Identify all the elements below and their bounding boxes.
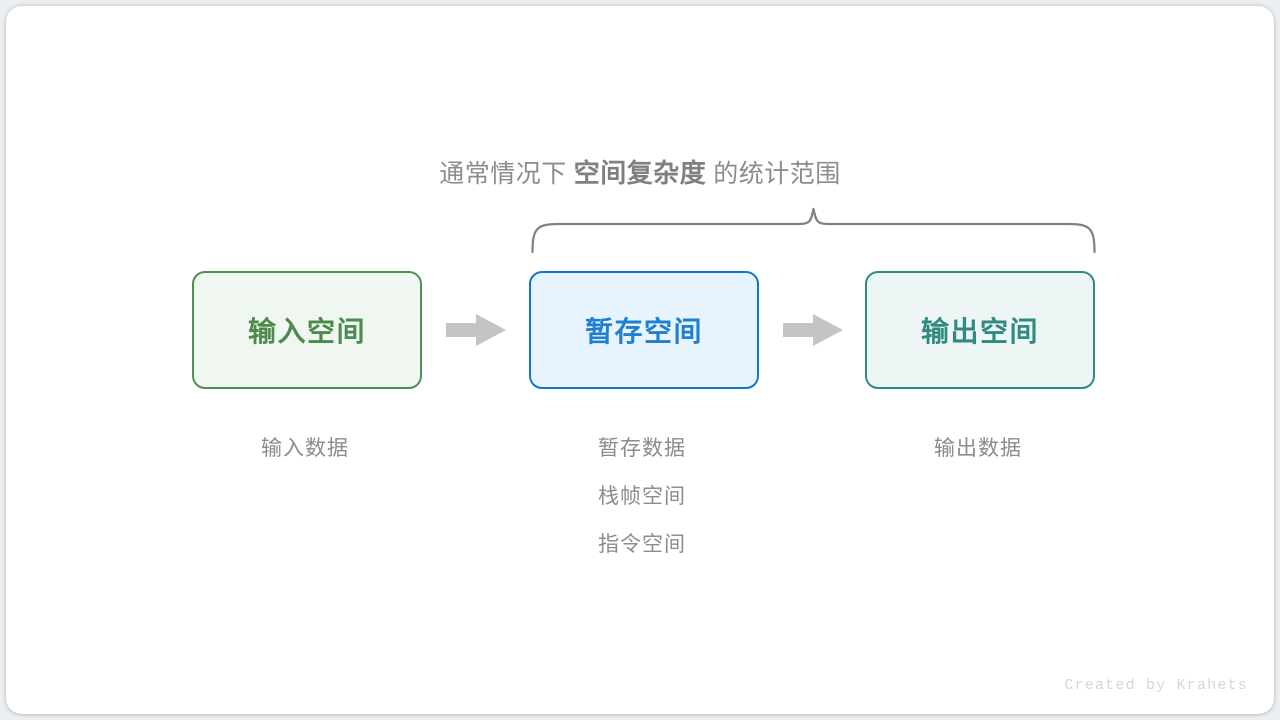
note-item: 暂存数据 (598, 437, 686, 460)
stage-notes-output: 输出数据 (863, 425, 1093, 473)
stage-box-temp-label: 暂存空间 (584, 316, 703, 347)
caption-prefix: 通常情况下 (439, 160, 567, 188)
note-item: 输入数据 (261, 437, 349, 460)
stage-box-output[interactable]: 输出空间 (865, 271, 1095, 389)
stage-box-output-label: 输出空间 (920, 316, 1039, 347)
stage-notes-input: 输入数据 (190, 425, 420, 473)
note-item: 输出数据 (934, 437, 1022, 460)
flow-arrow-temp-to-output-icon (783, 314, 843, 346)
scope-brace-icon (531, 207, 1096, 254)
stage-box-input-label: 输入空间 (247, 316, 366, 347)
stage-box-temp[interactable]: 暂存空间 (529, 271, 759, 389)
stage-notes-temp: 暂存数据 栈帧空间 指令空间 (527, 425, 757, 569)
credit-text: Created by Krahets (1064, 677, 1248, 694)
diagram-caption: 通常情况下空间复杂度的统计范围 (6, 153, 1274, 194)
caption-suffix: 的统计范围 (713, 160, 841, 188)
note-item: 指令空间 (598, 533, 686, 556)
note-item: 栈帧空间 (598, 485, 686, 508)
caption-emphasis: 空间复杂度 (573, 158, 707, 188)
stage-box-input[interactable]: 输入空间 (192, 271, 422, 389)
space-flow-row: 输入空间 暂存空间 输出空间 (6, 271, 1274, 389)
flow-arrow-input-to-temp-icon (446, 314, 506, 346)
diagram-canvas: 通常情况下空间复杂度的统计范围 输入空间 暂存空间 输出空间 输入数据 暂存数据… (6, 6, 1274, 714)
